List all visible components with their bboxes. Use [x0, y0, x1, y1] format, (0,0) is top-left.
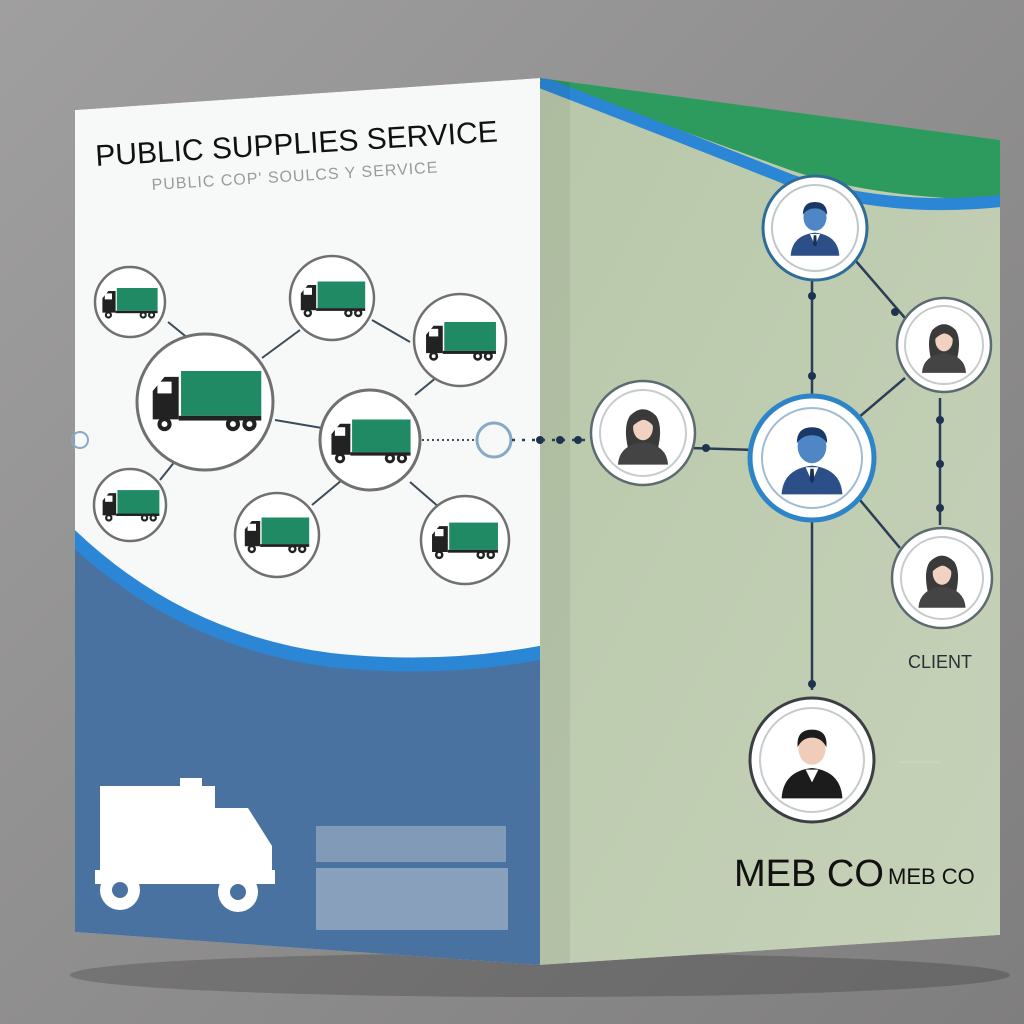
- person-node: [895, 296, 993, 394]
- person-node: [761, 174, 869, 282]
- left-wave-line: [75, 529, 540, 672]
- truck-node: [288, 254, 376, 342]
- connector-ring-small: [71, 431, 89, 449]
- person-node-hub: [747, 393, 877, 523]
- right-fold-shade: [540, 78, 570, 965]
- brochure-shadow: [70, 953, 1010, 997]
- truck-node: [233, 491, 321, 579]
- right-wave-green: [540, 78, 1000, 200]
- client-label: CLIENT: [908, 652, 972, 672]
- truck-node: [412, 292, 508, 388]
- person-node: [589, 379, 697, 487]
- right-panel: [540, 78, 1000, 965]
- company-name-large: MEB CO: [734, 853, 884, 895]
- truck-node: [93, 265, 167, 339]
- truck-node-center: [318, 388, 422, 492]
- text-placeholder-2: [316, 868, 508, 930]
- truck-node: [419, 494, 511, 586]
- text-placeholder-1: [316, 826, 506, 862]
- company-name-small: MEB CO: [888, 864, 975, 889]
- connector-ring: [475, 421, 513, 459]
- person-node: [890, 526, 994, 630]
- person-node: [748, 696, 876, 824]
- truck-node-hub: [135, 332, 275, 472]
- right-wave-blue: [540, 78, 1000, 211]
- link-dots: [536, 292, 944, 688]
- truck-node: [92, 467, 168, 543]
- delivery-truck-icon: [95, 778, 275, 912]
